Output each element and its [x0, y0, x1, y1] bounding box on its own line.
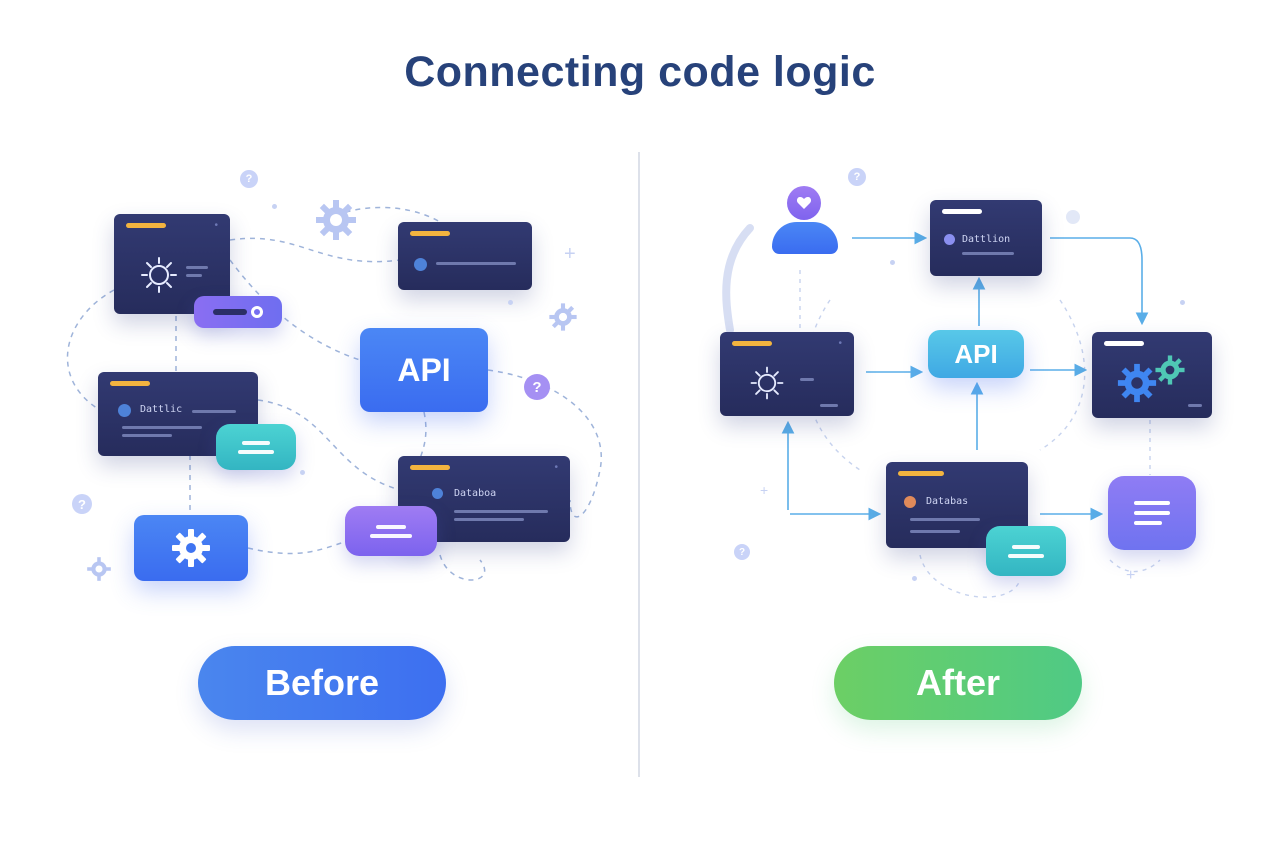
question-icon: ?	[240, 170, 258, 188]
before-button-label: Before	[264, 662, 380, 703]
slider-track	[213, 309, 247, 315]
bug-icon	[750, 366, 784, 400]
question-icon: ?	[524, 374, 550, 400]
sparkle-icon: +	[1126, 567, 1136, 584]
list-line	[1012, 544, 1040, 549]
api-label: API	[954, 338, 998, 369]
heart-icon	[796, 197, 812, 209]
list-line	[1008, 553, 1044, 558]
card-title-bar	[410, 465, 450, 470]
before-slider-pill	[194, 296, 282, 328]
before-gear-node	[134, 515, 248, 581]
after-button-label: After	[915, 662, 1000, 703]
card-label: Dattlic	[140, 404, 183, 415]
question-icon: ?	[734, 544, 750, 560]
page-title: Connecting code logic	[404, 48, 876, 96]
card-title-bar	[898, 471, 944, 476]
after-teal-list-pill	[986, 526, 1066, 576]
code-line	[192, 410, 236, 413]
after-purple-list-node	[1108, 476, 1196, 550]
question-icon: ?	[72, 494, 92, 514]
database-label: Databas	[926, 496, 969, 507]
code-line	[454, 510, 548, 513]
code-line	[436, 262, 516, 265]
card-title-bar	[732, 341, 772, 346]
code-line	[122, 426, 202, 429]
before-api-node: API	[360, 328, 488, 412]
sparkle-icon	[1180, 300, 1185, 305]
card-avatar	[944, 234, 955, 245]
slider-knob	[251, 306, 263, 318]
after-button[interactable]: After	[834, 646, 1082, 720]
gear-icon	[316, 200, 356, 240]
code-line	[820, 404, 838, 407]
list-icon	[1134, 501, 1170, 525]
sparkle-icon: +	[760, 482, 769, 498]
window-dots: •	[838, 338, 844, 349]
after-code-card-gears	[1092, 332, 1212, 418]
before-teal-list-pill	[216, 424, 296, 470]
gear-icon	[1155, 355, 1185, 385]
code-line	[186, 274, 202, 277]
before-purple-list-pill	[345, 506, 437, 556]
after-api-node: API	[928, 330, 1024, 378]
card-title-bar	[110, 381, 150, 386]
before-button[interactable]: Before	[198, 646, 446, 720]
gear-icon	[172, 529, 210, 567]
sparkle-icon	[508, 300, 513, 305]
bug-icon	[141, 257, 177, 293]
code-line	[800, 378, 814, 381]
card-title-bar	[942, 209, 982, 214]
card-title-bar	[410, 231, 450, 236]
card-title-bar	[126, 223, 166, 228]
sparkle-icon	[890, 260, 895, 265]
api-label: API	[397, 351, 451, 388]
database-label: Databoa	[454, 488, 497, 499]
code-line	[186, 266, 208, 269]
before-database-card: • Databoa	[398, 456, 570, 542]
card-avatar	[414, 258, 427, 271]
sparkle-icon	[912, 576, 917, 581]
after-code-card-top: Dattlion	[930, 200, 1042, 276]
code-line	[910, 530, 960, 533]
code-line	[122, 434, 172, 437]
list-line	[370, 533, 412, 538]
card-avatar	[904, 496, 916, 508]
sparkle-icon	[300, 470, 305, 475]
code-line	[454, 518, 524, 521]
question-icon: ?	[848, 168, 866, 186]
code-line	[1188, 404, 1202, 407]
sparkle-icon	[1066, 210, 1080, 224]
sparkle-icon	[272, 204, 277, 209]
code-line	[962, 252, 1014, 255]
card-avatar	[118, 404, 131, 417]
after-code-card-bug: •	[720, 332, 854, 416]
divider	[638, 152, 640, 777]
gear-icon	[87, 557, 111, 581]
before-code-card-top	[398, 222, 532, 290]
list-line	[242, 440, 270, 445]
code-line	[910, 518, 980, 521]
sparkle-icon: +	[564, 243, 576, 265]
user-icon	[772, 186, 838, 256]
card-label: Dattlion	[962, 234, 1011, 245]
list-line	[238, 449, 274, 454]
gear-icon	[549, 303, 577, 331]
window-dots: •	[214, 220, 220, 231]
card-title-bar	[1104, 341, 1144, 346]
list-line	[376, 524, 406, 529]
card-avatar	[432, 488, 443, 499]
window-dots: •	[554, 462, 560, 473]
gear-icon	[1117, 363, 1157, 403]
